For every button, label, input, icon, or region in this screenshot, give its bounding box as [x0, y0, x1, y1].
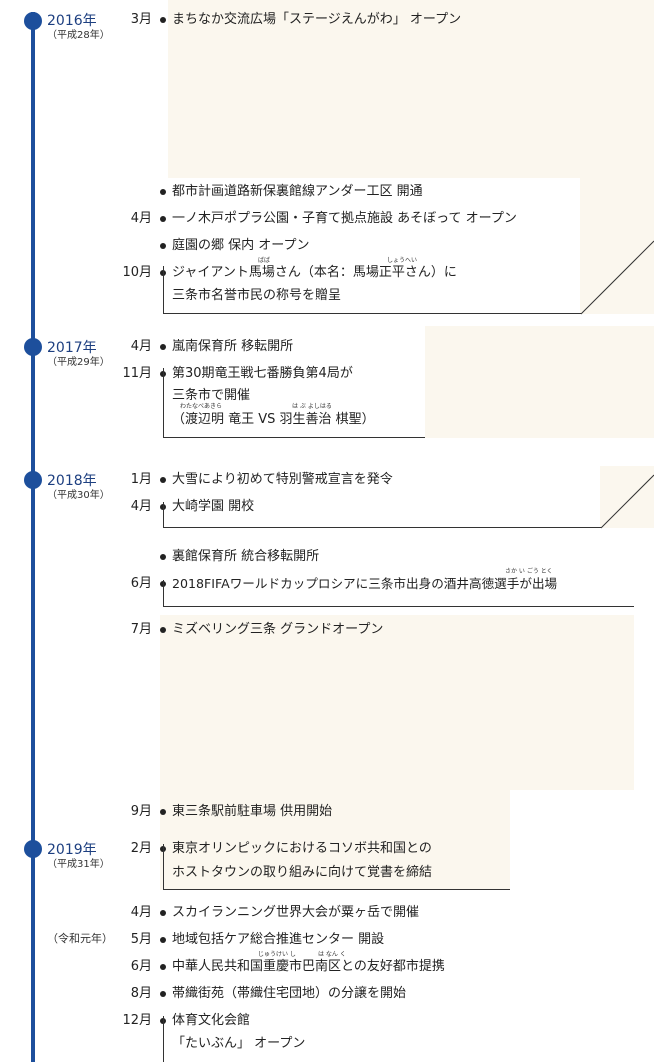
entry-text: 嵐南保育所 移転開所: [172, 339, 294, 354]
month-label: 6月: [130, 576, 152, 591]
entry-bracket: [163, 580, 634, 607]
entry-bullet: [160, 991, 166, 997]
photo-area-2018-a: [600, 466, 654, 528]
year-label-2017: 2017年: [47, 340, 97, 356]
entry-bullet: [160, 17, 166, 23]
month-label: 4月: [130, 499, 152, 514]
year-dot-2019: [24, 840, 42, 858]
month-label: 3月: [130, 12, 152, 27]
photo-area-2018-b: [160, 615, 634, 790]
entry-bracket: [163, 368, 425, 438]
entry-bullet: [160, 937, 166, 943]
era-label-2016: （平成28年）: [47, 30, 110, 41]
month-label: 2月: [130, 841, 152, 856]
photo-area-2016-a: [168, 0, 654, 178]
entry-text: 都市計画道路新保裏館線アンダー工区 開通: [172, 184, 423, 199]
era-label-2017: （平成29年）: [47, 357, 110, 368]
entry-bullet: [160, 216, 166, 222]
furigana: は なん く: [318, 951, 346, 958]
entry-bullet: [160, 189, 166, 195]
year-label-2016: 2016年: [47, 13, 97, 29]
month-label: 5月: [130, 932, 152, 947]
photo-area-2016-b: [580, 178, 654, 314]
month-label: 9月: [130, 804, 152, 819]
entry-text: 帯織街苑（帯織住宅団地）の分譲を開始: [172, 986, 407, 1001]
year-label-2019: 2019年: [47, 842, 97, 858]
month-label: 10月: [122, 265, 152, 280]
month-label: 8月: [130, 986, 152, 1001]
entry-text: 「たいぶん」 オープン: [172, 1036, 306, 1051]
entry-text: ミズベリング三条 グランドオープン: [172, 622, 384, 637]
entry-text: （渡辺明 竜王 VS 羽生善治 棋聖）: [172, 412, 375, 427]
month-label: 4月: [130, 339, 152, 354]
entry-bracket: [163, 266, 581, 314]
entry-bullet: [160, 243, 166, 249]
furigana: しょうへい: [387, 257, 418, 264]
furigana: さか い ごう とく: [505, 568, 553, 575]
entry-text: 大雪により初めて特別警戒宣言を発令: [172, 472, 393, 487]
entry-bullet: [160, 910, 166, 916]
month-label: 1月: [130, 472, 152, 487]
entry-text: 三条市で開催: [172, 388, 251, 403]
photo-area-2018-c: [160, 790, 510, 890]
era-label-2019: （平成31年）: [47, 859, 110, 870]
photo-area-2017: [425, 326, 654, 438]
entry-text: ジャイアント馬場さん（本名：馬場正平さん）に: [172, 265, 457, 280]
entry-text: 第30期竜王戦七番勝負第4局が: [172, 366, 353, 381]
entry-bracket: [163, 1016, 164, 1062]
month-label: 4月: [130, 211, 152, 226]
entry-bullet: [160, 627, 166, 633]
entry-bullet: [160, 477, 166, 483]
year-label-2018: 2018年: [47, 473, 97, 489]
entry-text: 東三条駅前駐車場 供用開始: [172, 804, 333, 819]
entry-bullet: [160, 344, 166, 350]
entry-text: ホストタウンの取り組みに向けて覚書を締結: [172, 865, 433, 880]
entry-text: まちなか交流広場「ステージえんがわ」 オープン: [172, 12, 462, 27]
year-dot-2016: [24, 12, 42, 30]
entry-text: 大崎学園 開校: [172, 499, 255, 514]
entry-text: 中華人民共和国重慶市巴南区との友好都市提携: [172, 959, 445, 974]
entry-text: 体育文化会館: [172, 1013, 251, 1028]
furigana: ばば: [258, 257, 271, 264]
year-dot-2017: [24, 338, 42, 356]
entry-bullet: [160, 964, 166, 970]
entry-bullet: [160, 809, 166, 815]
entry-text: 裏館保育所 統合移転開所: [172, 549, 320, 564]
entry-text: 2018FIFAワールドカップロシアに三条市出身の酒井高徳選手が出場: [172, 576, 558, 591]
year-dot-2018: [24, 471, 42, 489]
entry-text: スカイランニング世界大会が粟ヶ岳で開催: [172, 905, 420, 920]
furigana: じゅうけい し: [258, 951, 296, 958]
entry-text: 東京オリンピックにおけるコソボ共和国との: [172, 841, 432, 856]
era-label-reiwa: （令和元年）: [47, 932, 113, 945]
month-label: 11月: [122, 366, 152, 381]
month-label: 4月: [130, 905, 152, 920]
entry-text: 庭園の郷 保内 オープン: [172, 238, 310, 253]
entry-bullet: [160, 554, 166, 560]
entry-bracket: [163, 502, 601, 528]
furigana: わたなべあきら: [180, 403, 223, 410]
entry-text: 地域包括ケア総合推進センター 開設: [172, 932, 385, 947]
furigana: は ぶ よしはる: [292, 403, 332, 410]
entry-text: 一ノ木戸ポプラ公園・子育て拠点施設 あそぼって オープン: [172, 211, 517, 226]
timeline-line: [31, 12, 35, 1062]
month-label: 6月: [130, 959, 152, 974]
era-label-2018: （平成30年）: [47, 490, 110, 501]
entry-text: 三条市名誉市民の称号を贈呈: [172, 288, 342, 303]
entry-bracket: [163, 844, 510, 890]
month-label: 7月: [130, 622, 152, 637]
month-label: 12月: [122, 1013, 152, 1028]
